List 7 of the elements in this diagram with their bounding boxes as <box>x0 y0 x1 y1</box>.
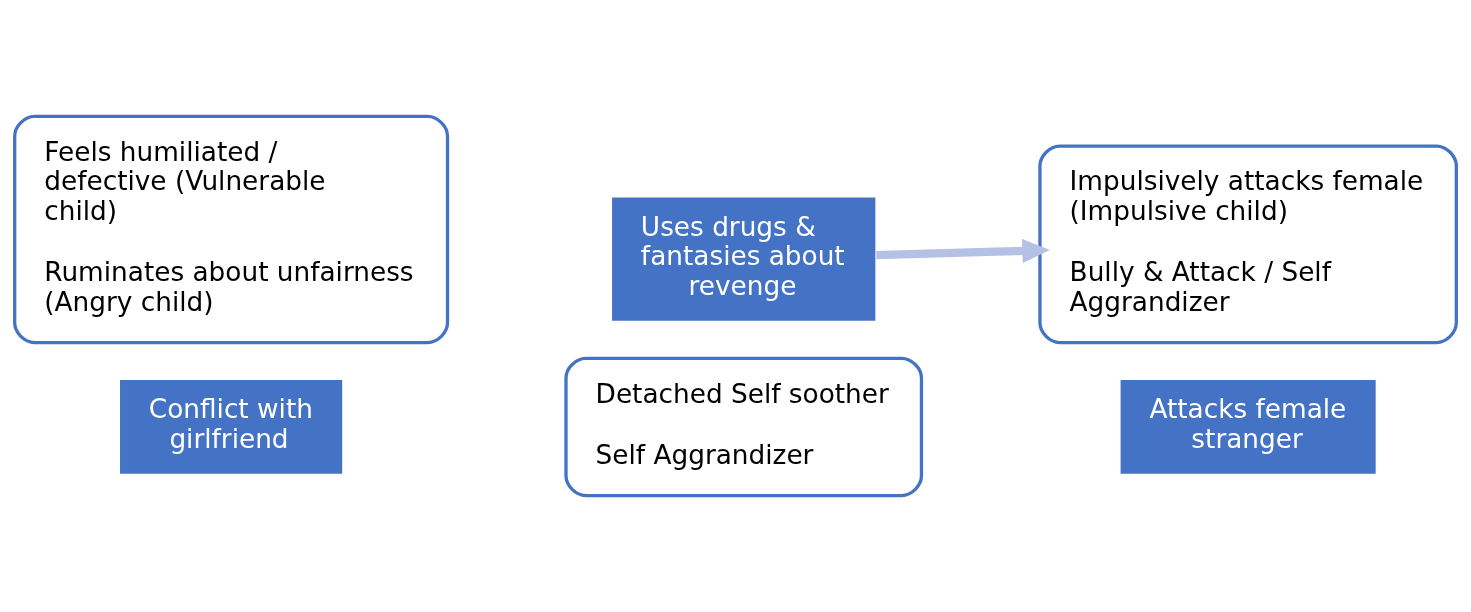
node-box: Impulsively attacks female (Impulsive child) Bully & Attack / Self Aggrandizer <box>1038 144 1458 345</box>
arrow <box>876 238 1050 263</box>
node-box: Feels humiliated / defective (Vulnerable child) Ruminates about unfairness (Angry child) <box>13 114 450 345</box>
node-box: Detached Self soother Self Aggrandizer <box>564 356 924 498</box>
node-box: Attacks female stranger <box>1118 378 1378 476</box>
node-box: Conflict with girlfriend <box>118 378 344 476</box>
node-box: Uses drugs & fantasies about revenge <box>610 195 878 323</box>
